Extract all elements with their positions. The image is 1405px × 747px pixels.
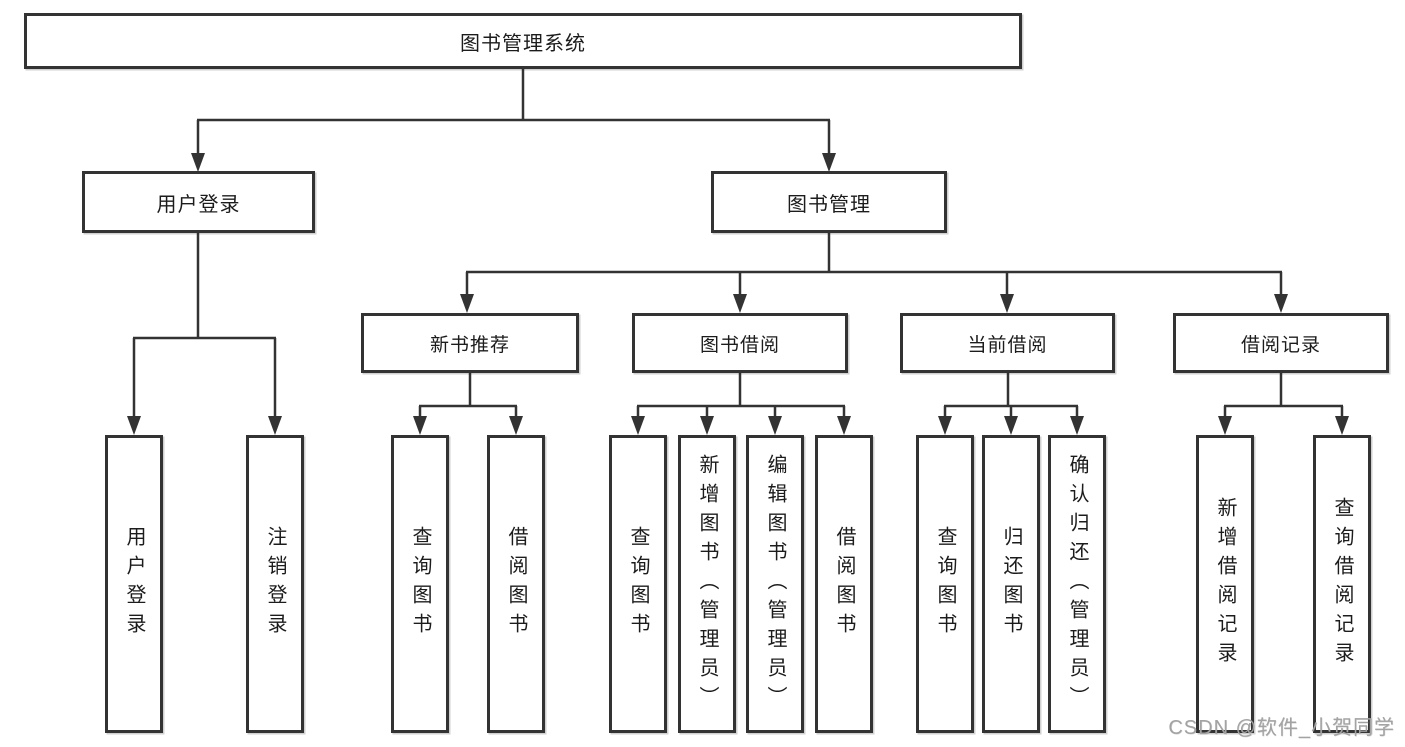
leaf-label: 借阅图书 bbox=[505, 526, 527, 642]
leaf-query-books-current: 查询图书 bbox=[916, 435, 974, 733]
leaf-return-books: 归还图书 bbox=[982, 435, 1040, 733]
leaf-confirm-return-admin: 确认归还（管理员） bbox=[1048, 435, 1106, 733]
node-borrow-records: 借阅记录 bbox=[1173, 313, 1389, 373]
leaf-label: 查询图书 bbox=[627, 526, 649, 642]
leaf-user-login: 用户登录 bbox=[105, 435, 163, 733]
leaf-query-borrow-record: 查询借阅记录 bbox=[1313, 435, 1371, 733]
leaf-label: 注销登录 bbox=[264, 526, 286, 642]
leaf-label: 编辑图书（管理员） bbox=[764, 453, 786, 715]
node-library-system: 图书管理系统 bbox=[24, 13, 1022, 69]
leaf-borrow-books: 借阅图书 bbox=[815, 435, 873, 733]
leaf-add-borrow-record: 新增借阅记录 bbox=[1196, 435, 1254, 733]
leaf-edit-books-admin: 编辑图书（管理员） bbox=[746, 435, 804, 733]
leaf-add-books-admin: 新增图书（管理员） bbox=[678, 435, 736, 733]
leaf-borrow-books-recommend: 借阅图书 bbox=[487, 435, 545, 733]
node-book-management: 图书管理 bbox=[711, 171, 947, 233]
node-book-borrowing: 图书借阅 bbox=[632, 313, 848, 373]
leaf-label: 新增图书（管理员） bbox=[696, 453, 718, 715]
leaf-label: 查询图书 bbox=[409, 526, 431, 642]
leaf-label: 确认归还（管理员） bbox=[1066, 453, 1088, 715]
leaf-label: 查询图书 bbox=[934, 526, 956, 642]
leaf-query-books-recommend: 查询图书 bbox=[391, 435, 449, 733]
node-current-borrowing: 当前借阅 bbox=[900, 313, 1115, 373]
leaf-label: 用户登录 bbox=[123, 526, 145, 642]
csdn-watermark: CSDN @软件_小贺同学 bbox=[1168, 717, 1395, 739]
leaf-label: 查询借阅记录 bbox=[1331, 497, 1353, 671]
arrowheads bbox=[127, 153, 1349, 435]
leaf-logout: 注销登录 bbox=[246, 435, 304, 733]
leaf-label: 归还图书 bbox=[1000, 526, 1022, 642]
node-new-book-recommend: 新书推荐 bbox=[361, 313, 579, 373]
leaf-query-books-borrowing: 查询图书 bbox=[609, 435, 667, 733]
node-user-login: 用户登录 bbox=[82, 171, 315, 233]
leaf-label: 借阅图书 bbox=[833, 526, 855, 642]
leaf-label: 新增借阅记录 bbox=[1214, 497, 1236, 671]
